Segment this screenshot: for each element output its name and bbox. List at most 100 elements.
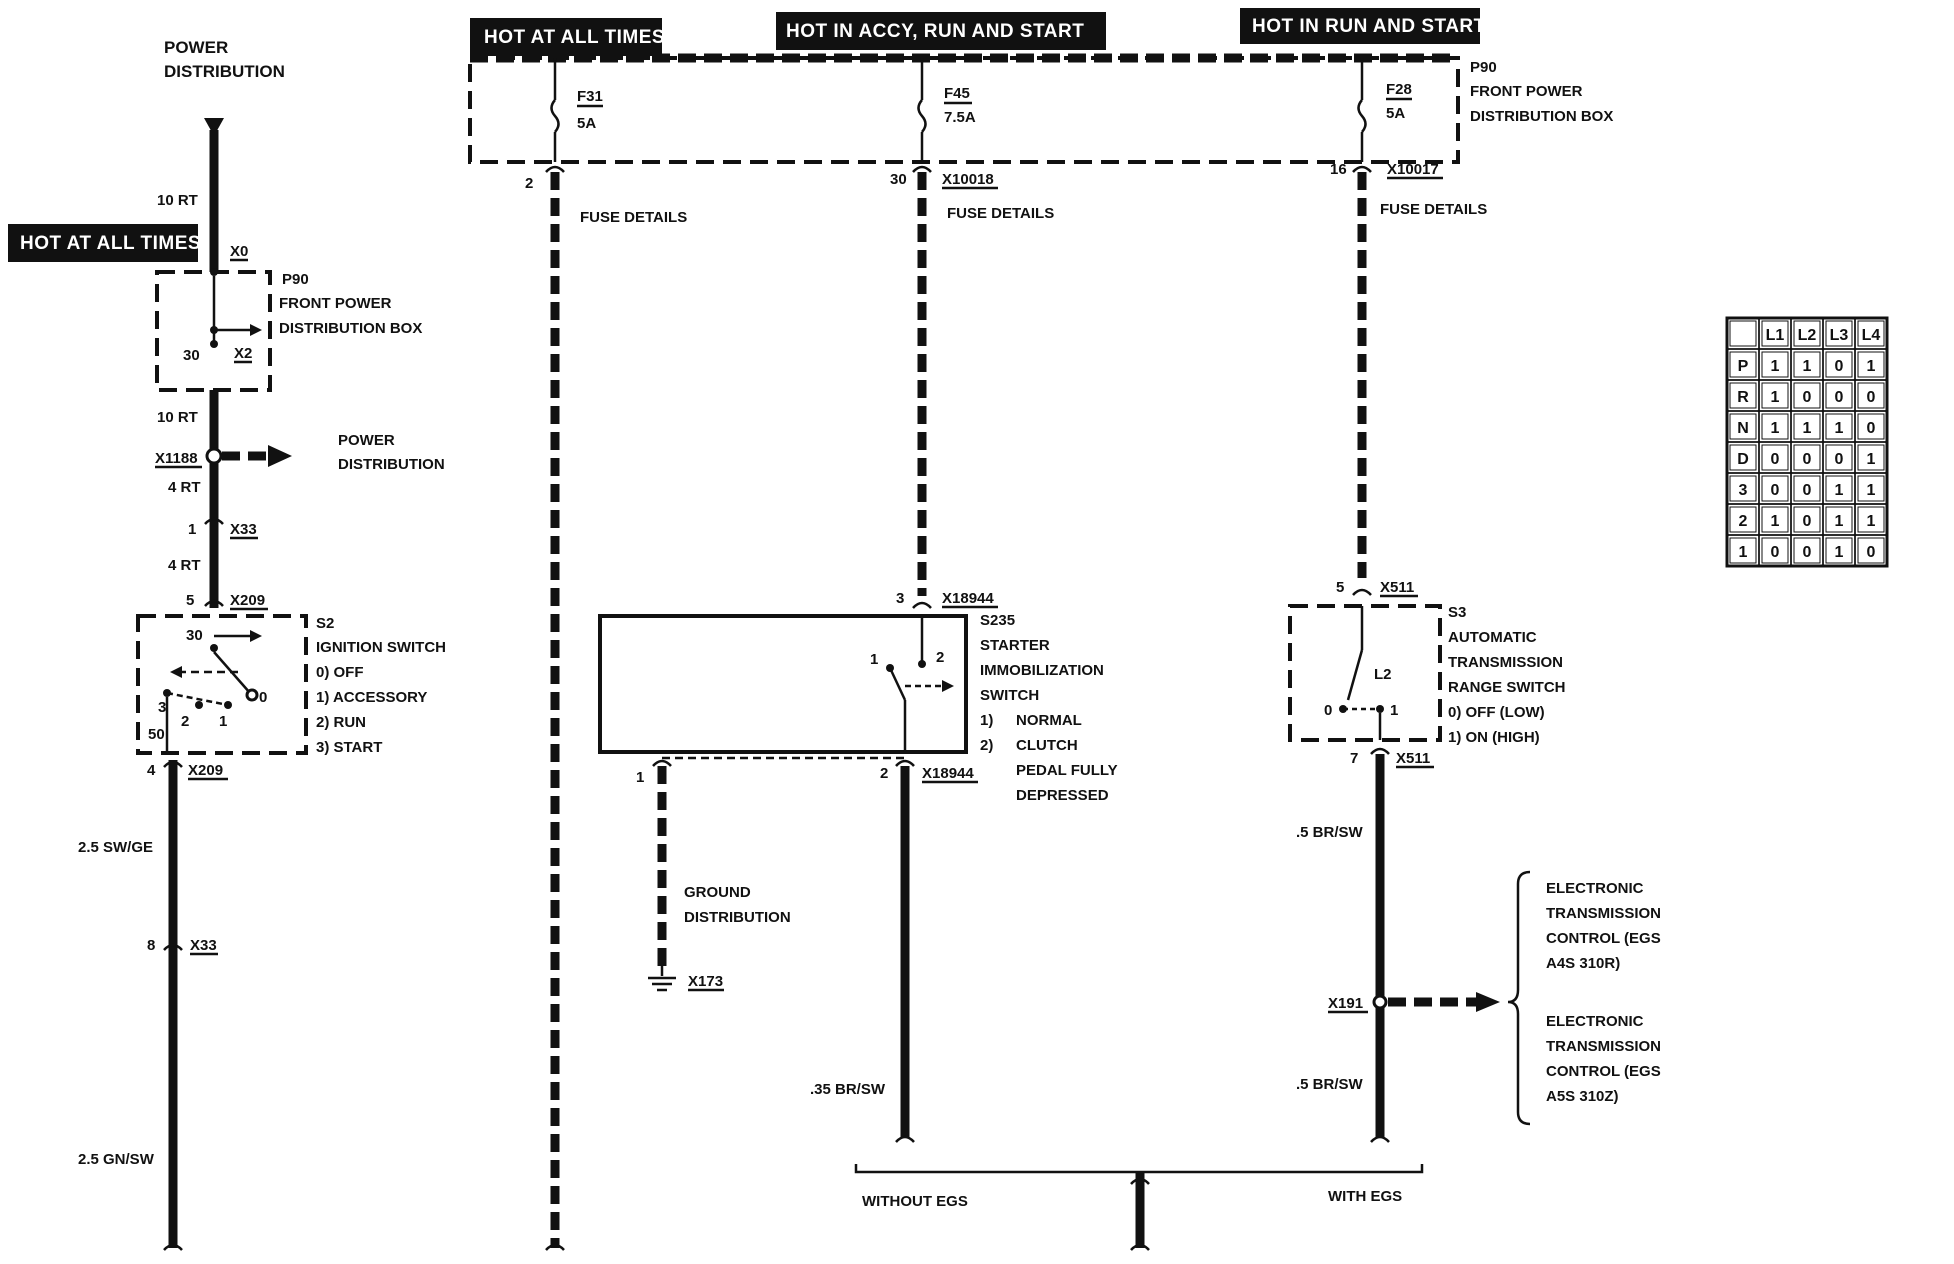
- s235-label-2: STARTER: [980, 637, 1050, 654]
- table-row-label: 3: [1739, 482, 1748, 499]
- connector-x2: X2: [234, 345, 252, 362]
- table-cell-inner: [1825, 475, 1853, 502]
- table-cell-inner: [1857, 382, 1885, 409]
- wire-10rt-label-a: 10 RT: [157, 192, 198, 209]
- fuse-box-section: HOT AT ALL TIMES HOT IN ACCY, RUN AND ST…: [468, 8, 1613, 226]
- table-cell: 0: [1771, 544, 1780, 561]
- table-cell: 1: [1867, 451, 1876, 468]
- table-cell: 0: [1835, 389, 1844, 406]
- s235-switch-blade: [888, 667, 907, 701]
- table-cell-inner: [1825, 382, 1853, 409]
- table-cell: 0: [1803, 451, 1812, 468]
- s3-switch-box: [1288, 604, 1442, 742]
- table-cell-inner: [1729, 320, 1757, 347]
- table-cell-inner: [1761, 413, 1789, 440]
- connector-x173: X173: [688, 973, 723, 990]
- table-cell-inner: [1761, 537, 1789, 564]
- table-row-label: 1: [1739, 544, 1748, 561]
- table-row-label: R: [1737, 389, 1749, 406]
- s3-pin-7: 7: [1350, 750, 1358, 767]
- arrow-right-icon: [250, 630, 262, 642]
- s235-state-2: CLUTCH: [1016, 737, 1078, 754]
- s3-label-2: AUTOMATIC: [1448, 629, 1537, 646]
- table-cell-border: [1726, 317, 1760, 350]
- arrow-right-icon: [268, 445, 292, 467]
- table-cell: 0: [1867, 544, 1876, 561]
- table-cell: 1: [1835, 420, 1844, 437]
- power-distribution-top-line2: DISTRIBUTION: [164, 62, 285, 81]
- table-cell: 1: [1835, 513, 1844, 530]
- s235-state-1: NORMAL: [1016, 712, 1082, 729]
- connector-x18944-bottom: X18944: [922, 765, 974, 782]
- wire-05brsw-label-b: .5 BR/SW: [1296, 1076, 1364, 1093]
- table-row-label: D: [1737, 451, 1749, 468]
- s2-label-6: 3) START: [316, 739, 382, 756]
- s2-pin-0: 0: [259, 689, 267, 706]
- arrow-left-icon: [170, 666, 182, 678]
- hot-label-left: HOT AT ALL TIMES: [20, 233, 201, 254]
- s235-bottom-pin-1: 1: [636, 769, 644, 786]
- s235-label-1: S235: [980, 612, 1015, 629]
- p90-right-label-2: FRONT POWER: [1470, 83, 1583, 100]
- table-cell: 1: [1771, 513, 1780, 530]
- table-cell-inner: [1793, 475, 1821, 502]
- table-cell: 0: [1835, 451, 1844, 468]
- p90-left-label-2: FRONT POWER: [279, 295, 392, 312]
- table-cell-inner: [1825, 506, 1853, 533]
- arrow-right-icon: [1476, 992, 1500, 1012]
- table-cell-inner: [1857, 413, 1885, 440]
- table-cell-inner: [1729, 537, 1757, 564]
- s2-pin-2: 2: [181, 713, 189, 730]
- s235-state-2-line3: DEPRESSED: [1016, 787, 1109, 804]
- with-egs-label: WITH EGS: [1328, 1188, 1402, 1205]
- s2-label-5: 2) RUN: [316, 714, 366, 731]
- connector-x33-top-symbol: [204, 517, 224, 525]
- table-cell: 0: [1771, 482, 1780, 499]
- p90-right-label-1: P90: [1470, 59, 1497, 76]
- power-distribution-top-line1: POWER: [164, 38, 228, 57]
- table-cell-inner: [1793, 382, 1821, 409]
- table-cell-inner: [1793, 320, 1821, 347]
- table-cell: 0: [1867, 389, 1876, 406]
- table-cell-inner: [1729, 413, 1757, 440]
- f45-output-pin-30: 30: [890, 171, 907, 188]
- s235-state-1-num: 1): [980, 712, 993, 729]
- fuse-f45-icon: [917, 99, 927, 133]
- egs-b-line1: ELECTRONIC: [1546, 1013, 1644, 1030]
- s3-pin-5: 5: [1336, 579, 1344, 596]
- table-cell-inner: [1825, 537, 1853, 564]
- power-distribution-right-line1: POWER: [338, 432, 395, 449]
- table-cell-inner: [1761, 475, 1789, 502]
- table-cell-inner: [1761, 351, 1789, 378]
- table-cell: 1: [1771, 389, 1780, 406]
- fuse-f31-rating: 5A: [577, 115, 596, 132]
- wire-4rt-label-b: 4 RT: [168, 557, 201, 574]
- f31-output-pin-2: 2: [525, 175, 533, 192]
- table-cell-inner: [1793, 444, 1821, 471]
- table-row-label: N: [1737, 420, 1749, 437]
- s2-pin-50: 50: [148, 726, 165, 743]
- s3-label-6: 1) ON (HIGH): [1448, 729, 1540, 746]
- s3-switch-blade: [1346, 649, 1364, 701]
- ignition-circuit: POWER DISTRIBUTION 10 RT HOT AT ALL TIME…: [8, 38, 446, 1251]
- fuse-f31-label: F31: [577, 88, 603, 105]
- ground-distribution-line1: GROUND: [684, 884, 751, 901]
- s2-label-3: 0) OFF: [316, 664, 364, 681]
- fuse-details-3: FUSE DETAILS: [1380, 201, 1487, 218]
- table-cell: 0: [1867, 420, 1876, 437]
- table-cell: 0: [1803, 513, 1812, 530]
- arrow-right-icon: [250, 324, 262, 336]
- f28-output-pin-16: 16: [1330, 161, 1347, 178]
- table-cell-inner: [1857, 475, 1885, 502]
- table-header-cell: L4: [1862, 327, 1881, 344]
- wire-25swge-label: 2.5 SW/GE: [78, 839, 153, 856]
- table-cell: 0: [1835, 358, 1844, 375]
- table-cell: 0: [1803, 544, 1812, 561]
- s2-pin-30: 30: [186, 627, 203, 644]
- hot-label-left-bg: [8, 224, 198, 262]
- s235-label-3: IMMOBILIZATION: [980, 662, 1104, 679]
- s235-circuit: 3 X18944 1 2 S235 STARTER IMMOBILIZATION…: [598, 172, 1118, 1143]
- s235-switch-pin-2: 2: [936, 649, 944, 666]
- egs-a-line1: ELECTRONIC: [1546, 880, 1644, 897]
